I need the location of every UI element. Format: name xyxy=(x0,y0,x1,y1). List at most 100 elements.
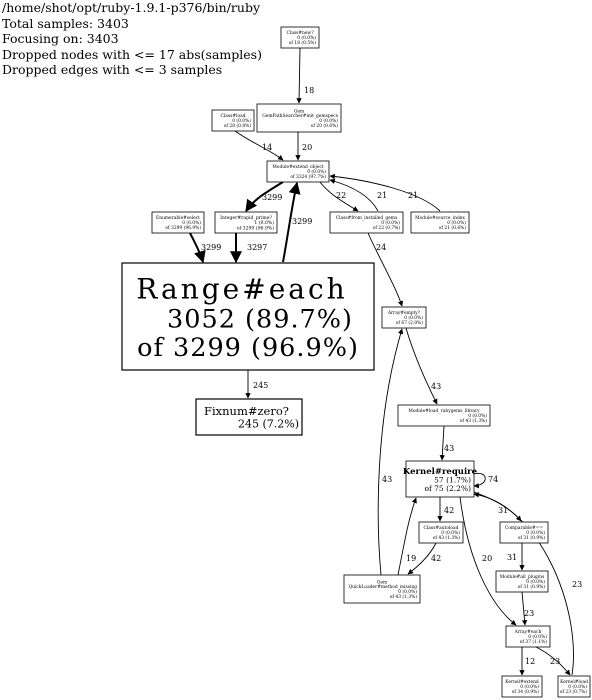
graph-node-integer-prime: Integer#rapid_prime?1 (0.0%)of 3299 (96.… xyxy=(214,211,278,234)
graph-node-text: 0 (0.0%) xyxy=(182,221,201,226)
graph-node-text: of 43 (1.3%) xyxy=(433,536,461,541)
graph-node-text: of 75 (2.2%) xyxy=(424,484,471,493)
graph-node-text: Module#all_plugins xyxy=(500,575,545,580)
graph-node-text: 0 (0.0%) xyxy=(441,531,460,536)
graph-node-text: of 18 (0.5%) xyxy=(289,41,317,46)
graph-edge-label: 12 xyxy=(525,657,535,666)
graph-node-box xyxy=(405,460,475,498)
graph-node-text: 0 (0.0%) xyxy=(526,580,545,585)
graph-node-text: 0 (0.0%) xyxy=(526,531,545,536)
graph-node-text: Kernel#load xyxy=(560,680,588,685)
graph-edge-e-autoload-mm xyxy=(407,542,437,575)
graph-node-text: 0 (0.0%) xyxy=(307,170,326,175)
graph-edge-e-mm-req xyxy=(397,497,417,576)
graph-edge-label: 245 xyxy=(253,381,268,390)
header-program-path: /home/shot/opt/ruby-1.9.1-p376/bin/ruby xyxy=(2,0,261,15)
graph-node-box xyxy=(151,211,205,234)
graph-edge-label: 20 xyxy=(482,554,492,563)
graph-node-text: 0 (0.0%) xyxy=(447,221,466,226)
graph-node-text: of 21 (0.6%) xyxy=(439,226,467,231)
graph-edge-label: 19 xyxy=(406,554,416,563)
graph-edge-label: 20 xyxy=(302,143,312,152)
graph-node-text: Class#autoload xyxy=(424,526,459,531)
graph-node-box xyxy=(211,109,255,132)
graph-node-text: Class#new? xyxy=(286,31,314,36)
graph-edge-e-select-range xyxy=(189,232,206,264)
graph-node-text: 1 (0.0%) xyxy=(254,219,274,226)
graph-node-text: Array#empty? xyxy=(387,311,421,316)
graph-edge-e-plugins-arreach xyxy=(521,591,528,626)
graph-edge-e-range-ext xyxy=(282,181,301,263)
graph-node-text: of 28 (0.8%) xyxy=(224,124,252,129)
graph-node-box xyxy=(266,160,330,183)
graph-node-text: Range#each xyxy=(136,273,347,306)
graph-edge-label: 3297 xyxy=(247,243,267,252)
graph-edge-e-source-ext xyxy=(329,173,441,212)
graph-node-text: Class#from_installed_gems xyxy=(336,216,398,221)
graph-node-text: of 22 (0.7%) xyxy=(373,226,401,231)
graph-node-text: Kernel#extend xyxy=(505,680,539,685)
graph-edge-label: 3299 xyxy=(201,243,221,252)
header-dropped-nodes: Dropped nodes with <= 17 abs(samples) xyxy=(2,46,262,62)
graph-node-text: of 67 (2.0%) xyxy=(396,321,424,326)
graph-node-box xyxy=(418,521,464,544)
graph-node-text: 0 (0.0%) xyxy=(528,635,547,640)
graph-node-text: 0 (0.0%) xyxy=(568,685,587,690)
graph-node-text: Module#extend_object xyxy=(272,165,324,170)
graph-edge-label: 43 xyxy=(382,475,392,484)
graph-node-fixnum-zero: Fixnum#zero?245 (7.2%) xyxy=(195,398,303,436)
graph-node-text: 0 (0.0%) xyxy=(398,590,417,595)
graph-edge-label: 43 xyxy=(431,382,441,391)
graph-edge-e-from-ext xyxy=(329,178,379,212)
graph-node-text: 0 (0.0%) xyxy=(381,221,400,226)
graph-node-text: 0 (0.0%) xyxy=(404,316,423,321)
graph-edge-label: 23 xyxy=(550,657,560,666)
graph-edge-label: 43 xyxy=(444,444,454,453)
graph-node-text: of 23 (0.7%) xyxy=(560,690,588,695)
graph-node-box xyxy=(397,404,491,427)
graph-node-text: GemPathSearcher#init_gemspecs xyxy=(262,114,339,119)
graph-node-text: of 3299 (96.9%) xyxy=(165,226,201,231)
graph-node-text: of 31 (0.9%) xyxy=(518,585,546,590)
graph-node-text: of 20 (0.6%) xyxy=(311,124,339,129)
graph-edge-e-req-self xyxy=(473,472,486,489)
graph-node-text: Array#each xyxy=(514,630,542,635)
graph-node-text: Gem xyxy=(294,109,305,114)
graph-node-box xyxy=(410,211,470,234)
graph-edge-label: 42 xyxy=(444,506,454,515)
graph-node-box xyxy=(505,625,551,648)
graph-node-text: 3052 (89.7%) xyxy=(167,305,353,335)
graph-node-box xyxy=(557,675,591,698)
graph-node-text: of 31 (0.9%) xyxy=(518,536,546,541)
graph-node-text: of 37 (1.1%) xyxy=(520,640,548,645)
graph-edge-label: 21 xyxy=(377,191,387,200)
graph-node-box xyxy=(495,570,549,593)
graph-node-box xyxy=(501,675,543,698)
graph-node-text: of 3299 (96.9%) xyxy=(137,333,359,363)
graph-edge-e-req-arreach xyxy=(459,496,517,626)
graph-edge-label: 3299 xyxy=(292,217,312,226)
graph-edge-label: 21 xyxy=(408,191,418,200)
graph-node-box xyxy=(214,211,278,234)
graph-node-box xyxy=(256,103,342,133)
graph-node-text: of 34 (0.9%) xyxy=(512,690,540,695)
graph-edge-e-classnew-gem xyxy=(296,47,302,104)
graph-edge-e-arreach-kload xyxy=(535,646,571,676)
graph-node-text: Module#load_rubygems_library xyxy=(408,409,480,414)
graph-edge-label: 3299 xyxy=(262,193,282,202)
graph-node-text: Integer#rapid_prime? xyxy=(220,215,272,221)
graph-node-box xyxy=(195,398,303,436)
graph-node-box xyxy=(280,26,320,49)
graph-node-class-new: Class#new?0 (0.0%)of 18 (0.5%) xyxy=(280,26,320,49)
